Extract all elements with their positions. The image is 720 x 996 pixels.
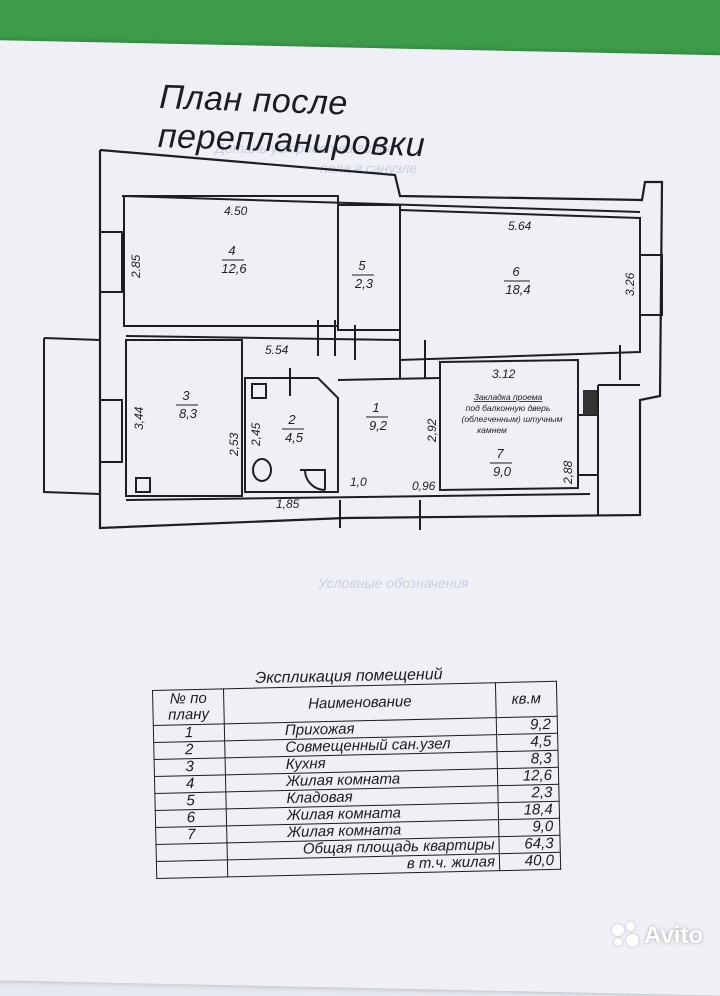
row-num: 4	[154, 774, 226, 794]
avito-logo-icon	[612, 922, 640, 950]
faded-heading-2: пола в санузле	[320, 160, 418, 176]
row-area: 12,6	[497, 767, 559, 786]
room-5-area: 2,3	[354, 276, 374, 291]
room-6-area: 18,4	[505, 282, 530, 297]
floor-plan: 4.50 5.64 2.85 3.26 5.54 3.12 3,44 2,53 …	[43, 148, 664, 530]
note-line-3: (облегченным) штучным	[462, 414, 563, 424]
dim-185: 1,85	[276, 497, 300, 511]
room-3-area: 8,3	[179, 406, 198, 421]
row-area: 4,5	[496, 733, 558, 752]
avito-text: Avito	[644, 922, 704, 949]
dim-10: 1,0	[350, 475, 367, 489]
dim-450: 4.50	[224, 204, 248, 218]
room-1-area: 9,2	[369, 418, 388, 433]
living-area: 40,0	[499, 852, 561, 871]
row-num: 3	[154, 757, 226, 777]
room-2-number: 2	[287, 412, 296, 427]
row-area: 9,0	[498, 818, 560, 837]
note-line-2: под балконную дверь	[466, 403, 551, 413]
col-header-num: № по плану	[152, 688, 225, 726]
note-line-1: Закладка проема	[474, 392, 543, 402]
row-area: 8,3	[496, 750, 559, 769]
row-area: 2,3	[497, 784, 560, 803]
row-num: 2	[153, 740, 226, 760]
dim-096: 0,96	[412, 479, 436, 493]
row-num: 7	[155, 825, 227, 845]
room-3-number: 3	[182, 388, 190, 403]
dim-344: 3,44	[132, 406, 146, 430]
faded-heading: Деталь устройства гидро	[215, 140, 395, 156]
dim-564: 5.64	[508, 219, 532, 233]
explication-table: № по плану Наименование кв.м 1 Прихожая …	[152, 681, 561, 879]
row-num: 6	[155, 808, 227, 828]
row-num: 5	[154, 791, 227, 811]
dim-312: 3.12	[492, 367, 516, 381]
avito-watermark: Avito	[612, 922, 703, 950]
dim-253: 2,53	[227, 432, 241, 457]
dim-326: 3.26	[623, 272, 637, 296]
dim-554: 5.54	[265, 343, 289, 357]
room-4-number: 4	[228, 243, 235, 258]
room-4-area: 12,6	[221, 261, 247, 276]
faded-legend-title: Условные обозначения	[318, 575, 469, 591]
row-num: 1	[153, 723, 225, 743]
dim-292: 2,92	[425, 418, 439, 443]
total-area: 64,3	[498, 835, 561, 854]
dim-245: 2,45	[249, 422, 263, 447]
row-area: 9,2	[496, 716, 558, 735]
room-2-area: 4,5	[285, 430, 304, 445]
room-6-number: 6	[512, 264, 520, 279]
dim-288: 2,88	[561, 460, 575, 485]
col-header-area: кв.м	[495, 681, 558, 718]
dim-285: 2.85	[129, 254, 143, 279]
room-5-number: 5	[358, 258, 366, 273]
room-1-number: 1	[372, 400, 379, 415]
room-7-area: 9,0	[493, 464, 512, 479]
note-line-4: камнем	[477, 425, 507, 435]
room-7-number: 7	[496, 446, 504, 461]
row-area: 18,4	[498, 801, 560, 820]
